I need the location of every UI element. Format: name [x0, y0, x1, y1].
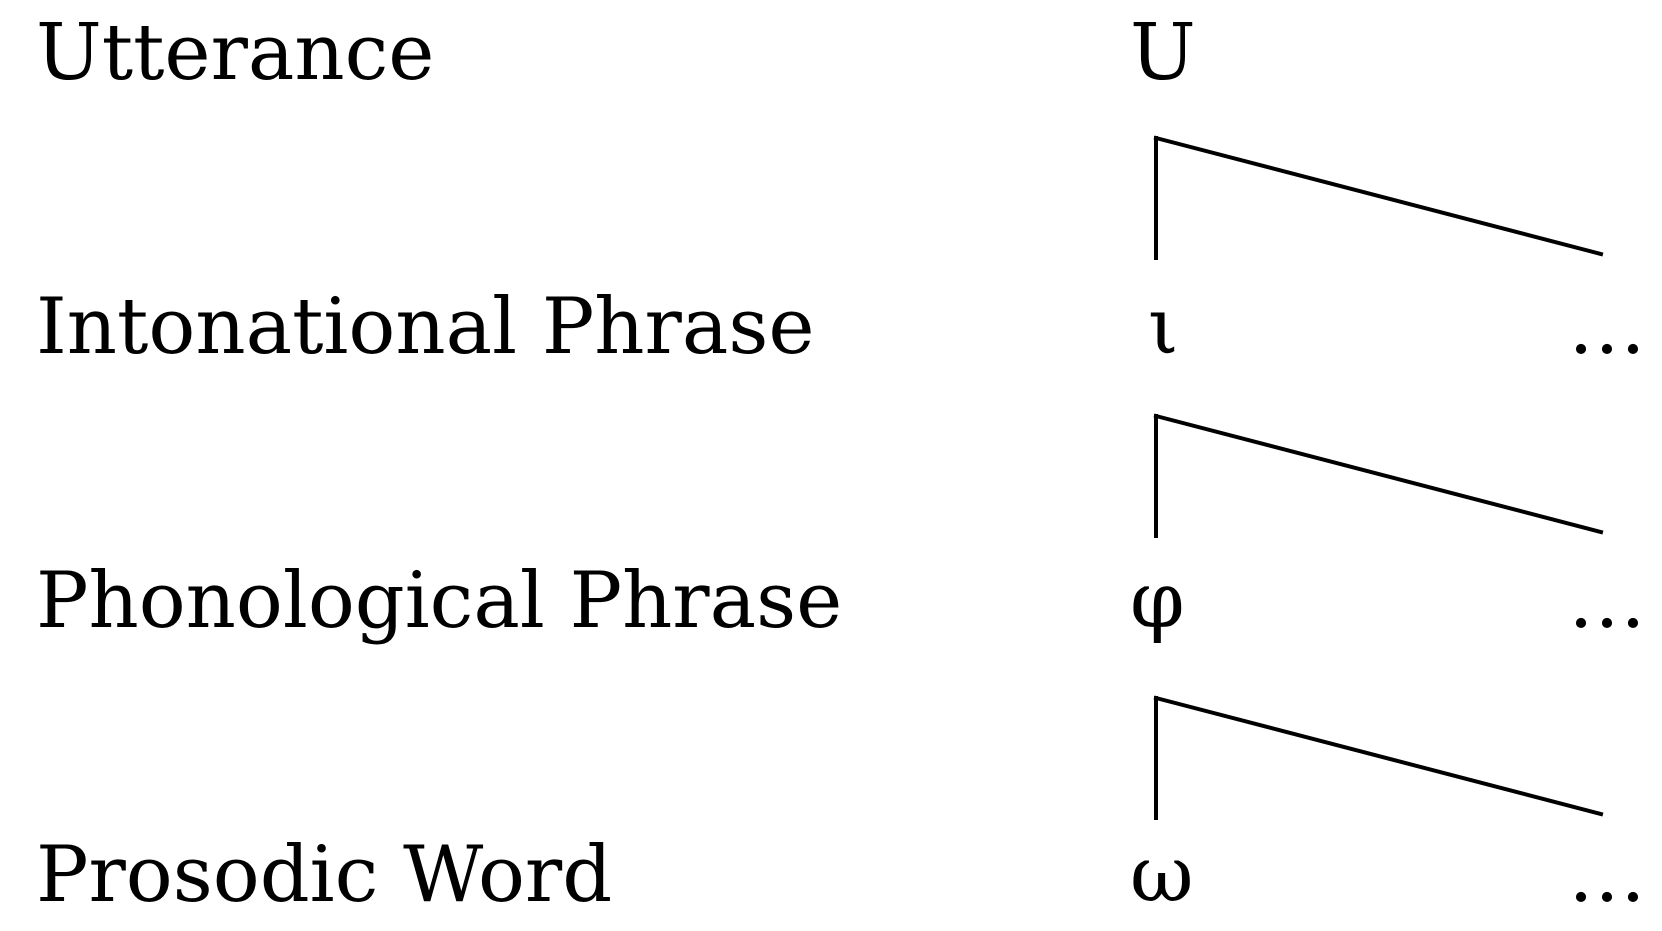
level-label-prosodic-word: Prosodic Word	[36, 830, 613, 920]
branch-utterance-to-intonational	[1153, 135, 1604, 260]
branch-intonational-to-phonological	[1153, 413, 1604, 538]
branch-phonological-to-prosodic-word	[1153, 695, 1604, 820]
node-intonational-phrase-symbol: ι	[1148, 282, 1179, 372]
continuation-phonological-phrase: …	[1568, 556, 1646, 646]
continuation-intonational-phrase: …	[1568, 282, 1646, 372]
branch-diagonal-stem	[1153, 413, 1604, 535]
node-utterance-symbol: U	[1130, 8, 1196, 98]
branch-diagonal-stem	[1153, 695, 1604, 817]
node-prosodic-word-symbol: ω	[1130, 830, 1194, 920]
continuation-prosodic-word: …	[1568, 830, 1646, 920]
branch-diagonal-stem	[1153, 135, 1604, 257]
level-label-intonational-phrase: Intonational Phrase	[36, 282, 815, 372]
level-label-phonological-phrase: Phonological Phrase	[36, 556, 843, 646]
node-phonological-phrase-symbol: φ	[1130, 556, 1185, 646]
level-label-utterance: Utterance	[36, 8, 435, 98]
